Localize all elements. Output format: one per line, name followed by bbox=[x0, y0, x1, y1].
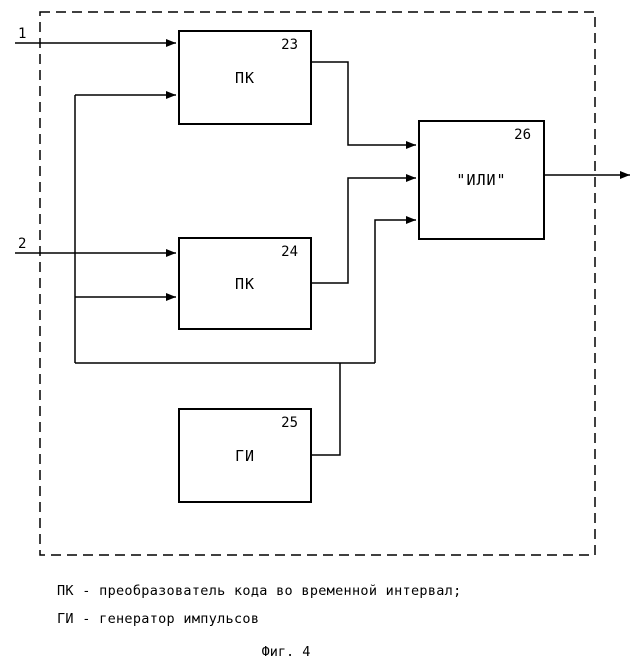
input-label-1: 1 bbox=[18, 26, 27, 42]
legend-pk: ПК - преобразователь кода во временной и… bbox=[57, 583, 462, 599]
block-number-23: 23 bbox=[281, 37, 298, 53]
block-label-pk-24: ПК bbox=[234, 274, 256, 293]
or-third-input-wire bbox=[374, 216, 416, 363]
block-label-or-26: "ИЛИ" bbox=[456, 171, 507, 189]
figure-caption: Фиг. 4 bbox=[261, 644, 311, 660]
block25-output-wire bbox=[312, 363, 341, 456]
legend-gi: ГИ - генератор импульсов bbox=[57, 611, 260, 627]
block-number-24: 24 bbox=[281, 244, 298, 260]
block24-output-wire bbox=[312, 174, 416, 284]
block-pk-24: 24 ПК bbox=[178, 237, 312, 330]
block-label-pk-23: ПК bbox=[234, 68, 256, 87]
block-pk-23: 23 ПК bbox=[178, 30, 312, 125]
block-number-25: 25 bbox=[281, 415, 298, 431]
input-label-2: 2 bbox=[18, 236, 27, 252]
block-number-26: 26 bbox=[514, 127, 531, 143]
block-or-26: 26 "ИЛИ" bbox=[418, 120, 545, 240]
block-label-gi-25: ГИ bbox=[234, 446, 256, 465]
block-gi-25: 25 ГИ bbox=[178, 408, 312, 503]
block23-output-wire bbox=[312, 61, 416, 149]
dashed-border bbox=[39, 11, 596, 556]
